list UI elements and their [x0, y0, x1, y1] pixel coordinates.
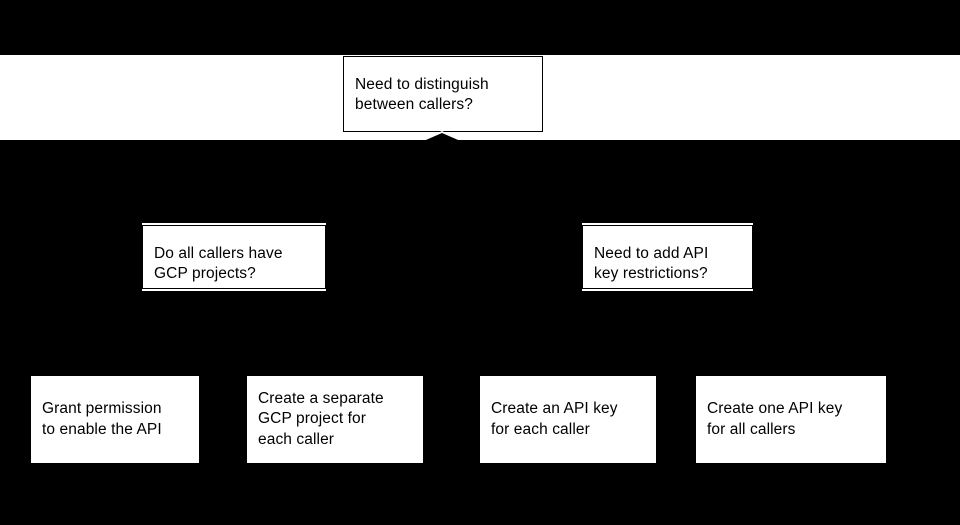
occluder-bottom-gap-1	[200, 375, 246, 464]
node-need-to-add-api-key-restrictions[interactable]: Need to add API key restrictions?	[582, 225, 753, 289]
occluder-mid-left	[0, 223, 142, 291]
node-create-one-api-key-for-all-callers[interactable]: Create one API key for all callers	[695, 375, 887, 464]
occluder-bottom-gap-2	[424, 375, 479, 464]
occluder-bottom-gap-3	[657, 375, 695, 464]
occluder-mid-center	[326, 223, 582, 291]
occluder-bottom-gap-4	[887, 375, 960, 464]
node-create-an-api-key-for-each-caller[interactable]: Create an API key for each caller	[479, 375, 657, 464]
node-do-all-callers-have-gcp-projects[interactable]: Do all callers have GCP projects?	[142, 225, 326, 289]
node-grant-permission-to-enable-the-api[interactable]: Grant permission to enable the API	[30, 375, 200, 464]
node-create-a-separate-gcp-project-for-each-caller[interactable]: Create a separate GCP project for each c…	[246, 375, 424, 464]
occluder-bottom-gap-0	[0, 375, 30, 464]
occluder-below-root	[0, 140, 960, 223]
occluder-mid-right	[753, 223, 960, 291]
node-need-to-distinguish-between-callers[interactable]: Need to distinguish between callers?	[343, 56, 543, 132]
